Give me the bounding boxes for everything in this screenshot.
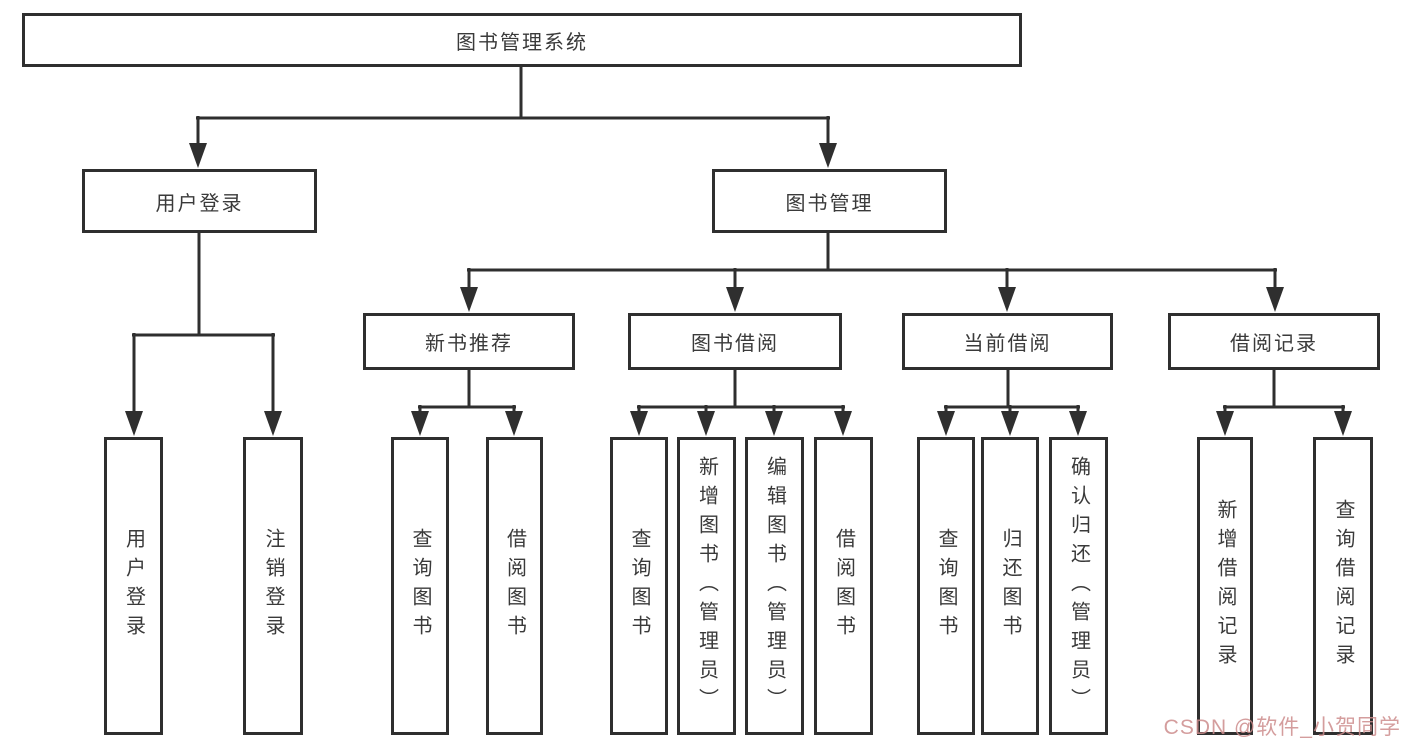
leaf-confirm-return-admin: 确认归还（管理员）	[1049, 437, 1108, 735]
leaf-query-books-borrow: 查询图书	[610, 437, 668, 735]
node-label: 确认归还（管理员）	[1067, 455, 1090, 717]
arrowhead-icons	[125, 143, 1352, 436]
node-borrow-records: 借阅记录	[1168, 313, 1380, 370]
watermark: CSDN @软件_小贺同学	[1163, 716, 1401, 739]
leaf-return-book: 归还图书	[981, 437, 1039, 735]
node-book-borrow: 图书借阅	[628, 313, 842, 370]
node-book-management: 图书管理	[712, 169, 947, 233]
node-label: 查询图书	[409, 528, 431, 644]
node-label: 当前借阅	[963, 333, 1052, 355]
leaf-user-login: 用户登录	[104, 437, 163, 735]
node-label: 查询借阅记录	[1332, 499, 1354, 673]
node-label: 归还图书	[999, 528, 1021, 644]
leaf-borrow-books: 借阅图书	[814, 437, 873, 735]
node-book-management-system: 图书管理系统	[22, 13, 1022, 67]
leaf-add-borrow-record: 新增借阅记录	[1197, 437, 1253, 735]
node-label: 图书借阅	[691, 333, 779, 355]
node-label: 用户登录	[155, 192, 244, 215]
node-user-login: 用户登录	[82, 169, 317, 233]
node-label: 注销登录	[262, 528, 284, 644]
leaf-query-books-recommend: 查询图书	[391, 437, 449, 735]
node-current-borrow: 当前借阅	[902, 313, 1113, 370]
node-label: 查询图书	[935, 528, 957, 644]
node-new-book-recommend: 新书推荐	[363, 313, 575, 370]
node-label: 新增图书（管理员）	[695, 455, 718, 717]
leaf-query-books-current: 查询图书	[917, 437, 975, 735]
leaf-add-book-admin: 新增图书（管理员）	[677, 437, 736, 735]
leaf-query-borrow-record: 查询借阅记录	[1313, 437, 1373, 735]
node-label: 借阅图书	[832, 528, 855, 644]
node-label: 图书管理系统	[456, 31, 588, 54]
node-label: 查询图书	[628, 528, 650, 644]
node-label: 借阅图书	[503, 528, 526, 644]
node-label: 借阅记录	[1230, 333, 1318, 355]
node-label: 新书推荐	[425, 333, 513, 355]
leaf-edit-book-admin: 编辑图书（管理员）	[745, 437, 804, 735]
node-label: 用户登录	[122, 528, 145, 644]
node-label: 编辑图书（管理员）	[763, 455, 786, 717]
leaf-logout: 注销登录	[243, 437, 303, 735]
node-label: 新增借阅记录	[1214, 499, 1236, 673]
leaf-borrow-books-recommend: 借阅图书	[486, 437, 543, 735]
node-label: 图书管理	[785, 192, 874, 215]
